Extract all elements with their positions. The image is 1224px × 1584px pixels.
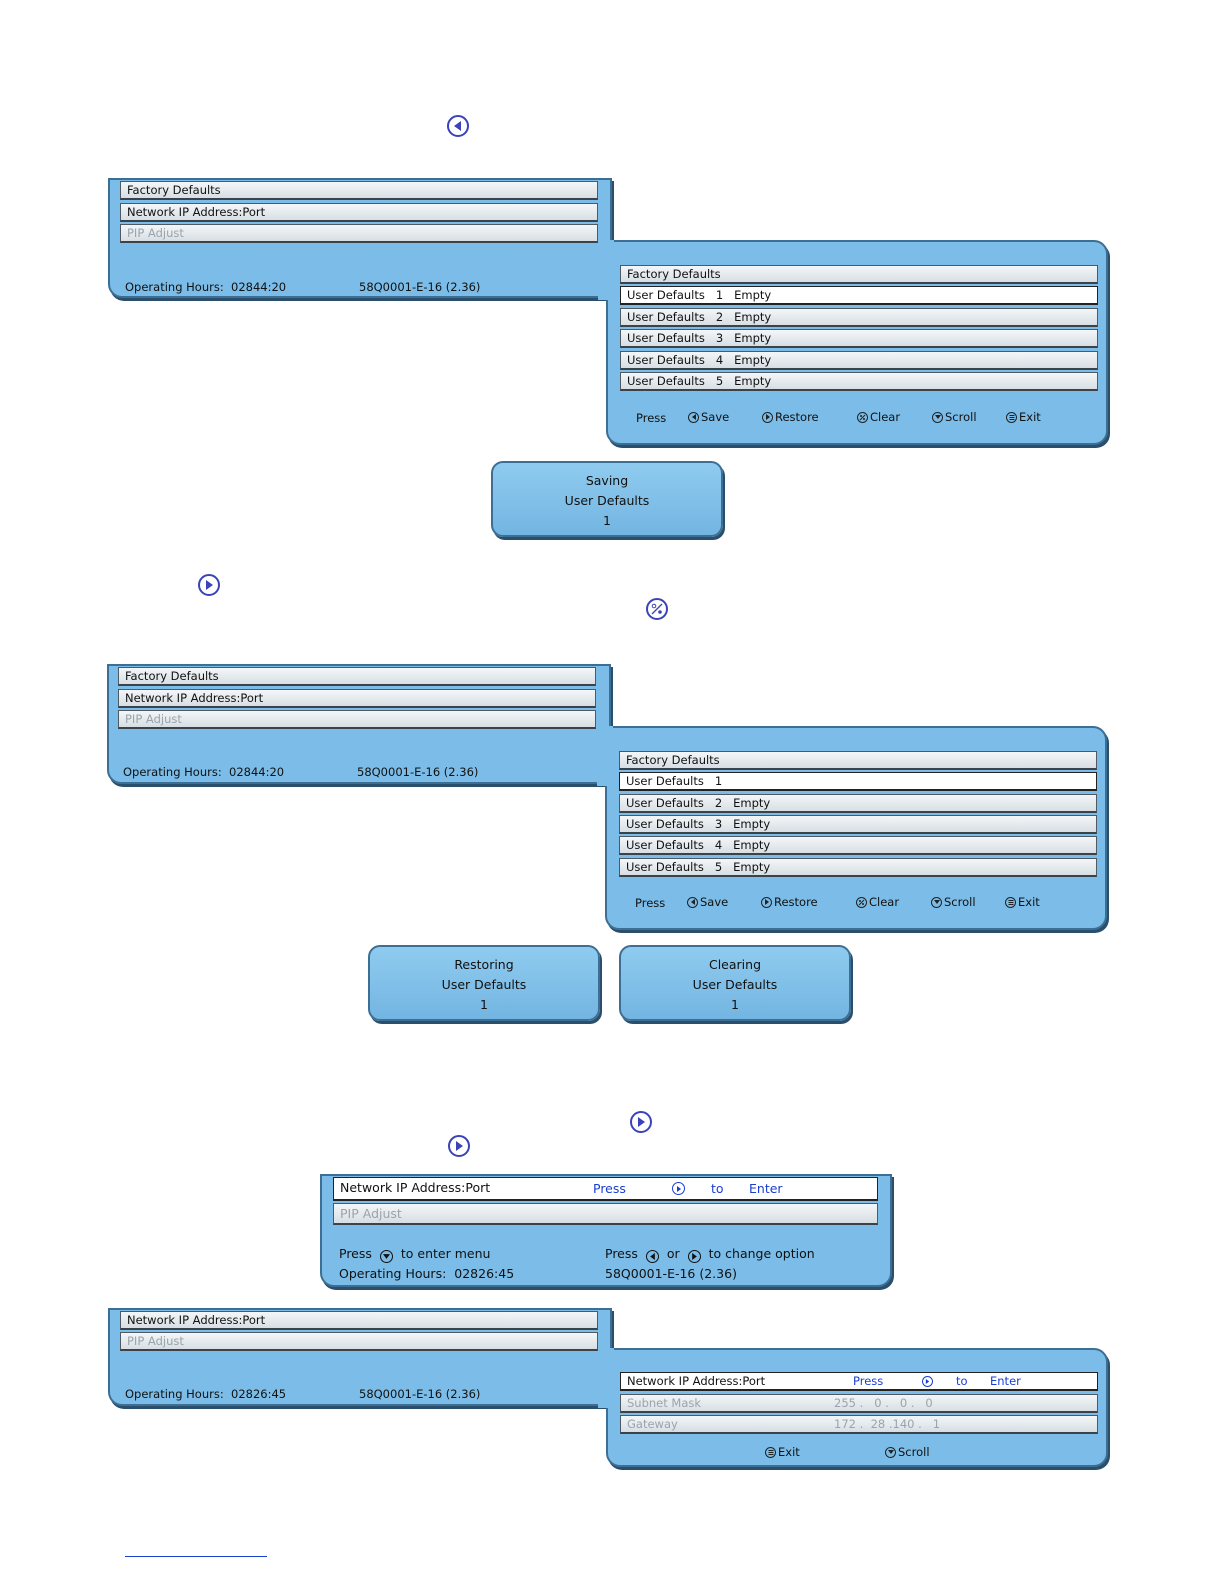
gateway-row[interactable]: Gateway 172 . 28 .140 . 1: [620, 1415, 1098, 1434]
clearing-message: Clearing User Defaults 1: [619, 945, 851, 1021]
left-arrow-icon: [645, 1250, 659, 1263]
saving-message: Saving User Defaults 1: [491, 461, 723, 537]
right-arrow-icon: [922, 1376, 933, 1387]
menu-item-pip-adjust[interactable]: PIP Adjust: [333, 1203, 878, 1225]
clear-key-hint: Clear: [856, 895, 899, 909]
down-arrow-icon: [379, 1250, 393, 1263]
auto-image-icon: [646, 598, 668, 620]
user-defaults-row-2[interactable]: User Defaults 2 Empty: [619, 794, 1097, 813]
auto-image-icon: [856, 896, 867, 908]
clear-key-hint: Clear: [857, 410, 900, 424]
menu-item-network-ip[interactable]: Network IP Address:Port: [118, 689, 596, 708]
firmware-version: 58Q0001-E-16 (2.36): [357, 765, 479, 779]
user-defaults-row-5[interactable]: User Defaults 5 Empty: [619, 858, 1097, 877]
restoring-message: Restoring User Defaults 1: [368, 945, 600, 1021]
right-arrow-icon: [448, 1135, 470, 1157]
auto-image-icon: [857, 411, 868, 423]
right-arrow-icon: [762, 411, 773, 423]
user-defaults-row-1[interactable]: User Defaults 1 Empty: [620, 286, 1098, 305]
operating-hours: Operating Hours: 02844:20: [123, 765, 285, 779]
save-key-hint: Save: [687, 895, 728, 909]
operating-hours: Operating Hours: 02826:45: [125, 1387, 287, 1401]
user-defaults-row-3[interactable]: User Defaults 3 Empty: [620, 329, 1098, 348]
right-arrow-icon: [761, 896, 772, 908]
scroll-key-hint: Scroll: [932, 410, 977, 424]
save-key-hint: Save: [688, 410, 729, 424]
key-hints: Press: [636, 411, 667, 425]
restore-key-hint: Restore: [762, 410, 819, 424]
right-arrow-icon: [672, 1182, 685, 1195]
down-arrow-icon: [932, 411, 943, 423]
change-option-hint: Press or to change option: [605, 1246, 815, 1263]
user-defaults-row-4[interactable]: User Defaults 4 Empty: [620, 351, 1098, 370]
menu-item-pip-adjust[interactable]: PIP Adjust: [120, 224, 598, 243]
defaults-header[interactable]: Factory Defaults: [619, 751, 1097, 770]
subnet-mask-row[interactable]: Subnet Mask 255 . 0 . 0 . 0: [620, 1394, 1098, 1413]
firmware-version: 58Q0001-E-16 (2.36): [605, 1266, 737, 1281]
user-defaults-row-1[interactable]: User Defaults 1: [619, 772, 1097, 791]
left-arrow-icon: [447, 115, 469, 137]
down-arrow-icon: [931, 896, 942, 908]
menu-icon: [1005, 896, 1016, 908]
exit-key-hint: Exit: [1006, 410, 1041, 424]
menu-item-pip-adjust[interactable]: PIP Adjust: [120, 1332, 598, 1351]
user-defaults-row-5[interactable]: User Defaults 5 Empty: [620, 372, 1098, 391]
scroll-key-hint: Scroll: [931, 895, 976, 909]
down-arrow-icon: [885, 1446, 896, 1458]
menu-item-network-ip[interactable]: Network IP Address:Port: [120, 1311, 598, 1330]
right-arrow-icon: [687, 1250, 701, 1263]
defaults-header[interactable]: Factory Defaults: [620, 265, 1098, 284]
key-hints: Press: [635, 896, 666, 910]
menu-item-factory-defaults[interactable]: Factory Defaults: [120, 181, 598, 200]
left-arrow-icon: [688, 411, 699, 423]
operating-hours: Operating Hours: 02844:20: [125, 280, 287, 294]
firmware-version: 58Q0001-E-16 (2.36): [359, 280, 481, 294]
menu-item-network-ip[interactable]: Network IP Address:Port Press to Enter: [333, 1177, 878, 1201]
firmware-version: 58Q0001-E-16 (2.36): [359, 1387, 481, 1401]
enter-menu-hint: Press to enter menu: [339, 1246, 491, 1263]
restore-key-hint: Restore: [761, 895, 818, 909]
menu-item-factory-defaults[interactable]: Factory Defaults: [118, 667, 596, 686]
menu-icon: [765, 1446, 776, 1458]
scroll-key-hint: Scroll: [885, 1445, 930, 1459]
exit-key-hint: Exit: [1005, 895, 1040, 909]
exit-key-hint: Exit: [765, 1445, 800, 1459]
menu-item-pip-adjust[interactable]: PIP Adjust: [118, 710, 596, 729]
menu-item-network-ip[interactable]: Network IP Address:Port: [120, 203, 598, 222]
network-ip-header[interactable]: Network IP Address:Port Press to Enter: [620, 1372, 1098, 1391]
user-defaults-row-2[interactable]: User Defaults 2 Empty: [620, 308, 1098, 327]
user-defaults-row-4[interactable]: User Defaults 4 Empty: [619, 836, 1097, 855]
menu-icon: [1006, 411, 1017, 423]
left-arrow-icon: [687, 896, 698, 908]
user-defaults-row-3[interactable]: User Defaults 3 Empty: [619, 815, 1097, 834]
right-arrow-icon: [198, 574, 220, 596]
footnote-rule: [125, 1556, 267, 1557]
operating-hours: Operating Hours: 02826:45: [339, 1266, 515, 1281]
right-arrow-icon: [630, 1111, 652, 1133]
